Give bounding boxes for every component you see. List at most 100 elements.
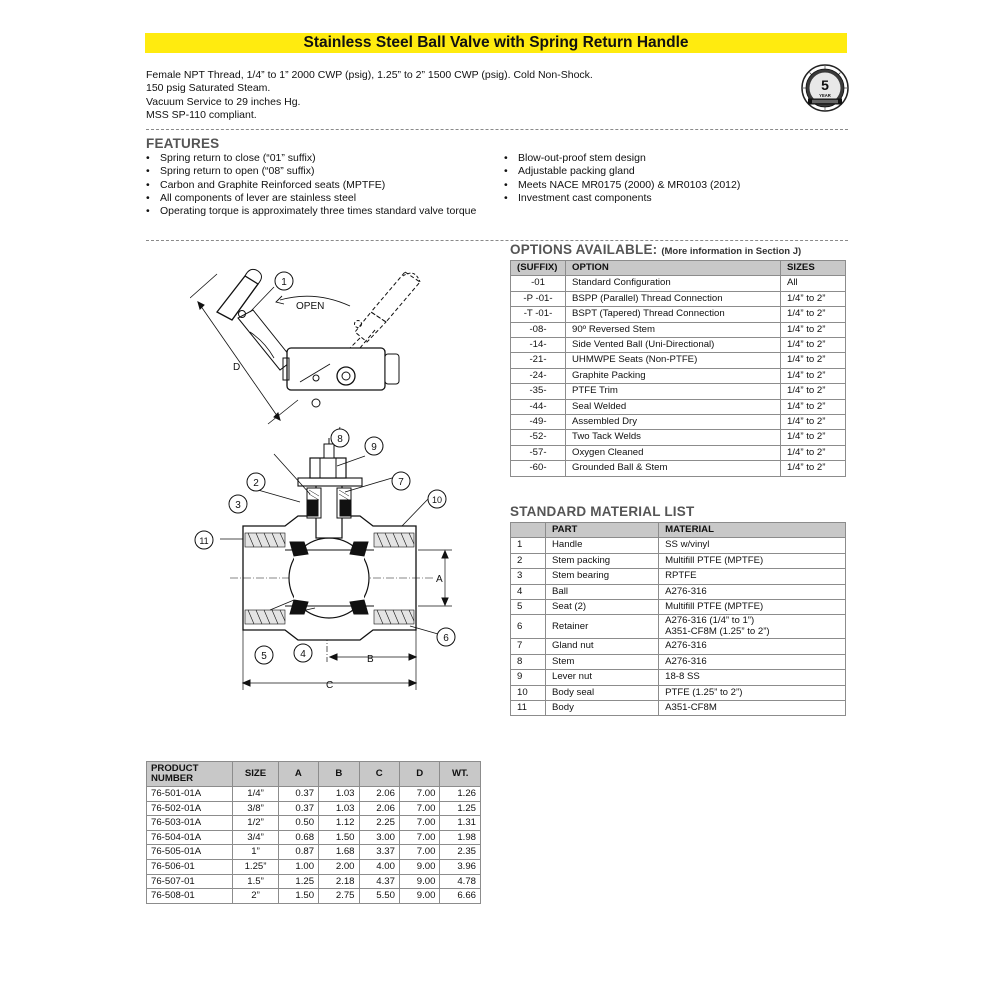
callout-5: 5 [261, 651, 267, 662]
product-dimension: 1.68 [318, 844, 360, 860]
feature-item: Carbon and Graphite Reinforced seats (MP… [146, 179, 476, 193]
option-name: Two Tack Welds [565, 429, 781, 446]
product-dimension: 7.00 [398, 829, 441, 846]
product-dimension: 2.75 [318, 888, 360, 904]
product-number: 76-507-01 [145, 873, 234, 890]
column-header: D [398, 761, 441, 787]
product-dimension: 2.25 [358, 815, 400, 831]
option-sizes: 1/4” to 2” [780, 306, 846, 323]
product-dimension: 7.00 [398, 800, 441, 817]
features-title: FEATURES [146, 136, 220, 151]
svg-text:5: 5 [821, 77, 829, 93]
material-spec: SS w/vinyl [658, 537, 846, 554]
product-dimension: 2.06 [358, 786, 400, 802]
product-size: 1” [232, 844, 279, 860]
material-spec: A276-316 [658, 653, 846, 671]
product-size: 1/2” [232, 815, 279, 831]
product-size: 3/4” [232, 829, 279, 846]
table-row: -14-Side Vented Ball (Uni-Directional)1/… [510, 337, 846, 354]
material-number: 1 [510, 537, 546, 554]
option-suffix: -T -01- [510, 306, 566, 323]
option-suffix: -49- [510, 414, 566, 431]
material-spec: 18-8 SS [658, 669, 846, 686]
option-suffix: -44- [510, 398, 566, 416]
option-sizes: 1/4” to 2” [780, 429, 846, 446]
column-header: OPTION [565, 259, 781, 277]
product-size: 2” [232, 888, 279, 904]
option-name: BSPT (Tapered) Thread Connection [565, 306, 781, 323]
dim-b-label: B [367, 654, 374, 665]
option-name: UHMWPE Seats (Non-PTFE) [565, 352, 781, 369]
option-suffix: -24- [510, 367, 566, 385]
material-part: Retainer [544, 614, 660, 640]
product-number: 76-503-01A [145, 815, 234, 831]
option-suffix: -21- [510, 352, 566, 369]
material-number: 10 [510, 684, 546, 702]
product-dimension: 0.37 [277, 786, 320, 802]
option-sizes: 1/4” to 2” [780, 352, 846, 369]
features-list-right: Blow-out-proof stem design Adjustable pa… [504, 152, 844, 205]
material-number: 3 [510, 568, 546, 585]
product-dimension: 1.98 [439, 829, 481, 846]
product-dimension: 6.66 [439, 888, 481, 904]
product-size: 1.25” [232, 858, 279, 875]
option-sizes: 1/4” to 2” [780, 414, 846, 431]
product-dimension: 0.50 [277, 815, 320, 831]
product-dimension: 1.50 [318, 829, 360, 846]
product-number: 76-504-01A [145, 829, 234, 846]
option-name: Graphite Packing [565, 367, 781, 385]
material-number: 9 [510, 669, 546, 686]
product-dimension: 9.00 [398, 888, 441, 904]
product-size: 1.5” [232, 873, 279, 890]
option-suffix: -35- [510, 383, 566, 400]
material-spec: A276-316 (1/4” to 1”)A351-CF8M (1.25” to… [658, 614, 846, 640]
product-dimension: 3.00 [358, 829, 400, 846]
material-part: Stem bearing [544, 568, 660, 585]
callout-10: 10 [432, 495, 442, 505]
table-row: -21-UHMWPE Seats (Non-PTFE)1/4” to 2” [510, 352, 846, 369]
callout-11: 11 [199, 536, 208, 546]
material-number: 4 [510, 583, 546, 601]
product-dimension: 4.37 [358, 873, 400, 890]
materials-title: STANDARD MATERIAL LIST [510, 504, 695, 519]
feature-item: Spring return to close (“01” suffix) [146, 152, 476, 166]
option-sizes: 1/4” to 2” [780, 337, 846, 354]
material-spec: Multifill PTFE (MPTFE) [658, 552, 846, 570]
product-dimension: 7.00 [398, 844, 441, 860]
table-row: -P -01-BSPP (Parallel) Thread Connection… [510, 290, 846, 308]
material-number: 6 [510, 614, 546, 640]
material-spec: A276-316 [658, 638, 846, 655]
open-label: OPEN [296, 301, 324, 312]
option-name: BSPP (Parallel) Thread Connection [565, 290, 781, 308]
material-part: Handle [544, 537, 660, 554]
callout-1: 1 [281, 277, 287, 288]
product-size: 3/8” [232, 800, 279, 817]
product-number: 76-508-01 [145, 888, 234, 904]
product-dimension: 0.68 [277, 829, 320, 846]
column-header: SIZES [780, 259, 846, 277]
material-spec: A276-316 [658, 583, 846, 601]
option-suffix: -08- [510, 321, 566, 339]
material-part: Lever nut [544, 669, 660, 686]
product-dimension: 1.00 [277, 858, 320, 875]
material-part: Stem [544, 653, 660, 671]
column-header: (SUFFIX) [510, 259, 566, 277]
option-sizes: 1/4” to 2” [780, 460, 846, 477]
dim-a-label: A [436, 574, 443, 585]
column-header: B [318, 761, 360, 787]
product-dimension: 4.00 [358, 858, 400, 875]
product-number: 76-501-01A [145, 786, 234, 802]
option-sizes: 1/4” to 2” [780, 367, 846, 385]
